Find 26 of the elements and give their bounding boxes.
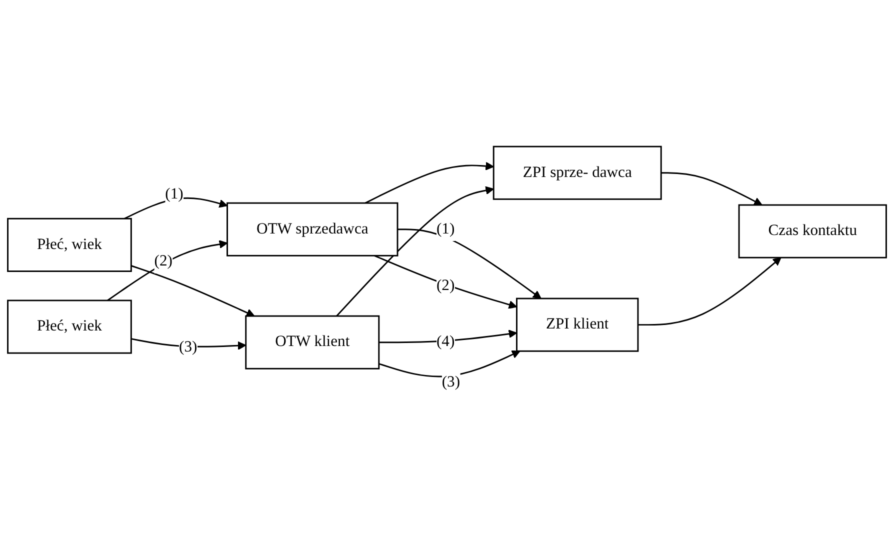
edge-label: (4)	[436, 334, 455, 350]
node-box: Płeć, wiek	[7, 218, 132, 272]
node-box: OTW klient	[245, 315, 380, 370]
node-box: OTW sprzedawca	[226, 202, 398, 256]
arrow	[336, 186, 494, 317]
arrow	[374, 254, 518, 309]
arrow	[378, 330, 518, 344]
arrow	[131, 338, 246, 350]
node-box: Płeć, wiek	[7, 300, 132, 354]
node-box: ZPI sprze- dawca	[492, 146, 662, 200]
edge-label: (2)	[436, 277, 455, 294]
edge-label: (2)	[154, 253, 172, 270]
edge-label: (3)	[179, 339, 198, 356]
node-box: ZPI klient	[516, 298, 639, 352]
arrow	[661, 172, 762, 206]
arrow	[638, 257, 782, 326]
edge-label: (1)	[436, 220, 455, 238]
node-box: Czas kontaktu	[738, 204, 887, 258]
arrow	[398, 228, 542, 299]
arrow	[364, 162, 494, 204]
arrow	[124, 197, 228, 220]
edge-label: (3)	[442, 374, 460, 391]
arrow	[378, 350, 520, 378]
arrow	[130, 265, 255, 317]
arrow	[107, 240, 228, 302]
edge-label: (1)	[165, 186, 184, 203]
